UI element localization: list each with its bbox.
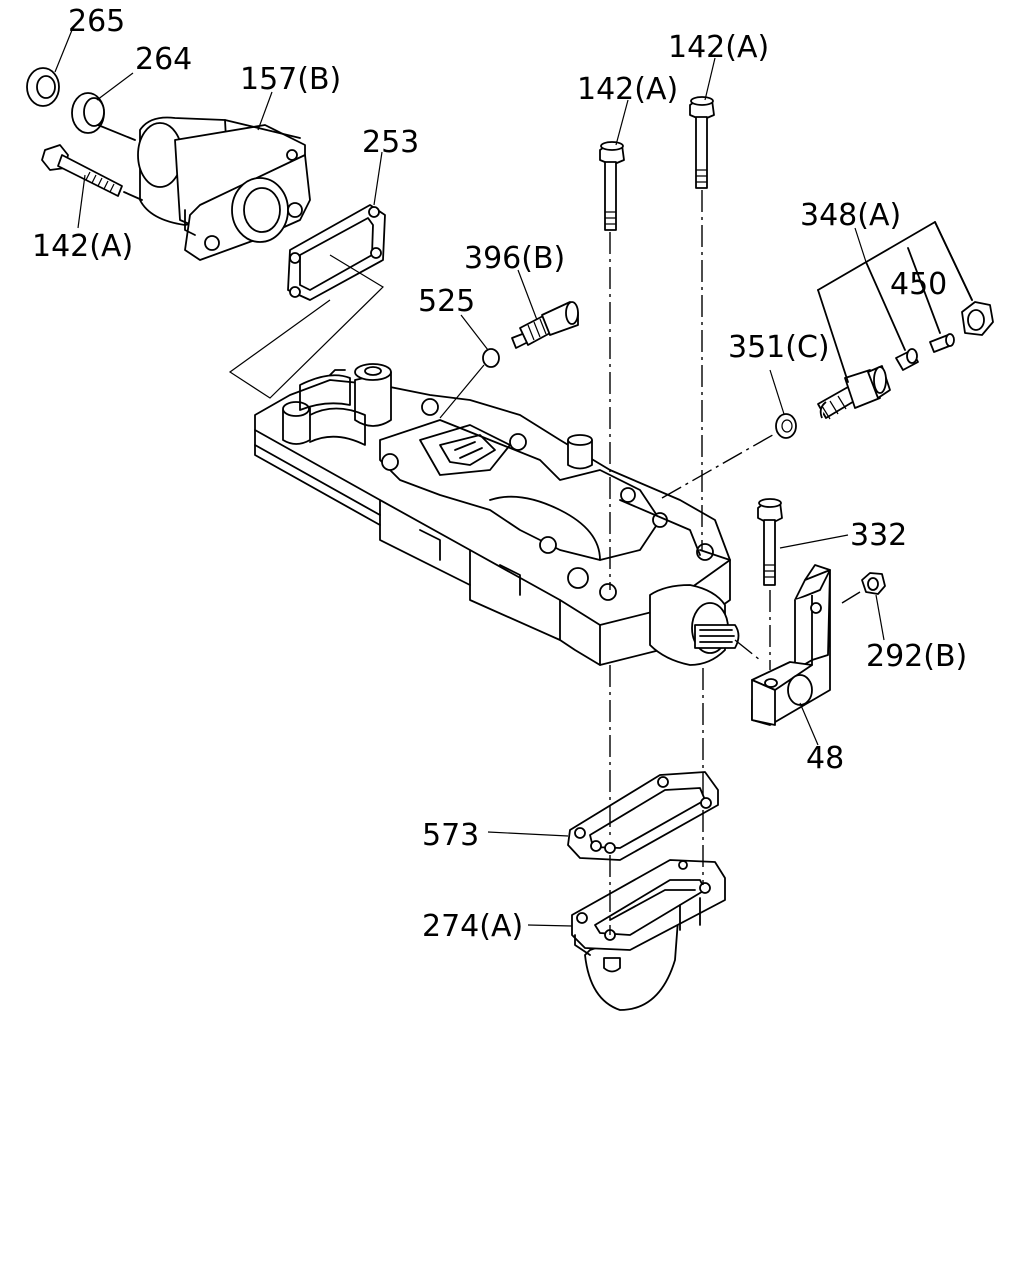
label-48: 48 [806, 741, 844, 776]
label-348a: 348(A) [800, 198, 901, 233]
label-396b: 396(B) [464, 241, 565, 276]
part-525-oring [482, 348, 500, 368]
label-292b: 292(B) [866, 639, 967, 674]
part-142a-bolt-right [689, 96, 715, 189]
label-142a-right: 142(A) [668, 30, 769, 65]
label-142a-mid: 142(A) [577, 72, 678, 107]
part-157b-cover [137, 116, 311, 261]
label-573: 573 [422, 818, 479, 853]
leader-lines [54, 29, 885, 927]
label-450: 450 [890, 267, 947, 302]
part-348a-sleeve [895, 348, 919, 371]
part-573-gasket [567, 771, 719, 861]
label-525: 525 [418, 284, 475, 319]
part-292b-nut [861, 572, 886, 595]
part-348a-fitting [817, 365, 891, 420]
part-396b-sensor [511, 301, 579, 349]
part-264-seal [71, 92, 105, 134]
label-351c: 351(C) [728, 330, 830, 365]
part-265-seal [26, 67, 60, 107]
part-351c-washer [775, 413, 797, 439]
label-332: 332 [850, 518, 907, 553]
part-348a-nut [961, 301, 994, 336]
label-264: 264 [135, 42, 192, 77]
label-142a-left: 142(A) [32, 229, 133, 264]
part-142a-bolt-left [41, 144, 123, 197]
label-157b: 157(B) [240, 62, 341, 97]
part-142a-bolt-mid [599, 141, 625, 231]
callout-labels: 265 264 157(B) 253 142(A) 142(A) 142(A) … [32, 4, 967, 944]
label-265: 265 [68, 4, 125, 39]
main-housing [254, 363, 740, 666]
label-274a: 274(A) [422, 909, 523, 944]
part-450-pin [929, 333, 955, 353]
label-253: 253 [362, 125, 419, 160]
part-48-bracket [751, 564, 831, 726]
part-274a-strainer [571, 859, 726, 1011]
part-253-gasket [287, 204, 386, 301]
part-332-bolt [757, 498, 783, 586]
